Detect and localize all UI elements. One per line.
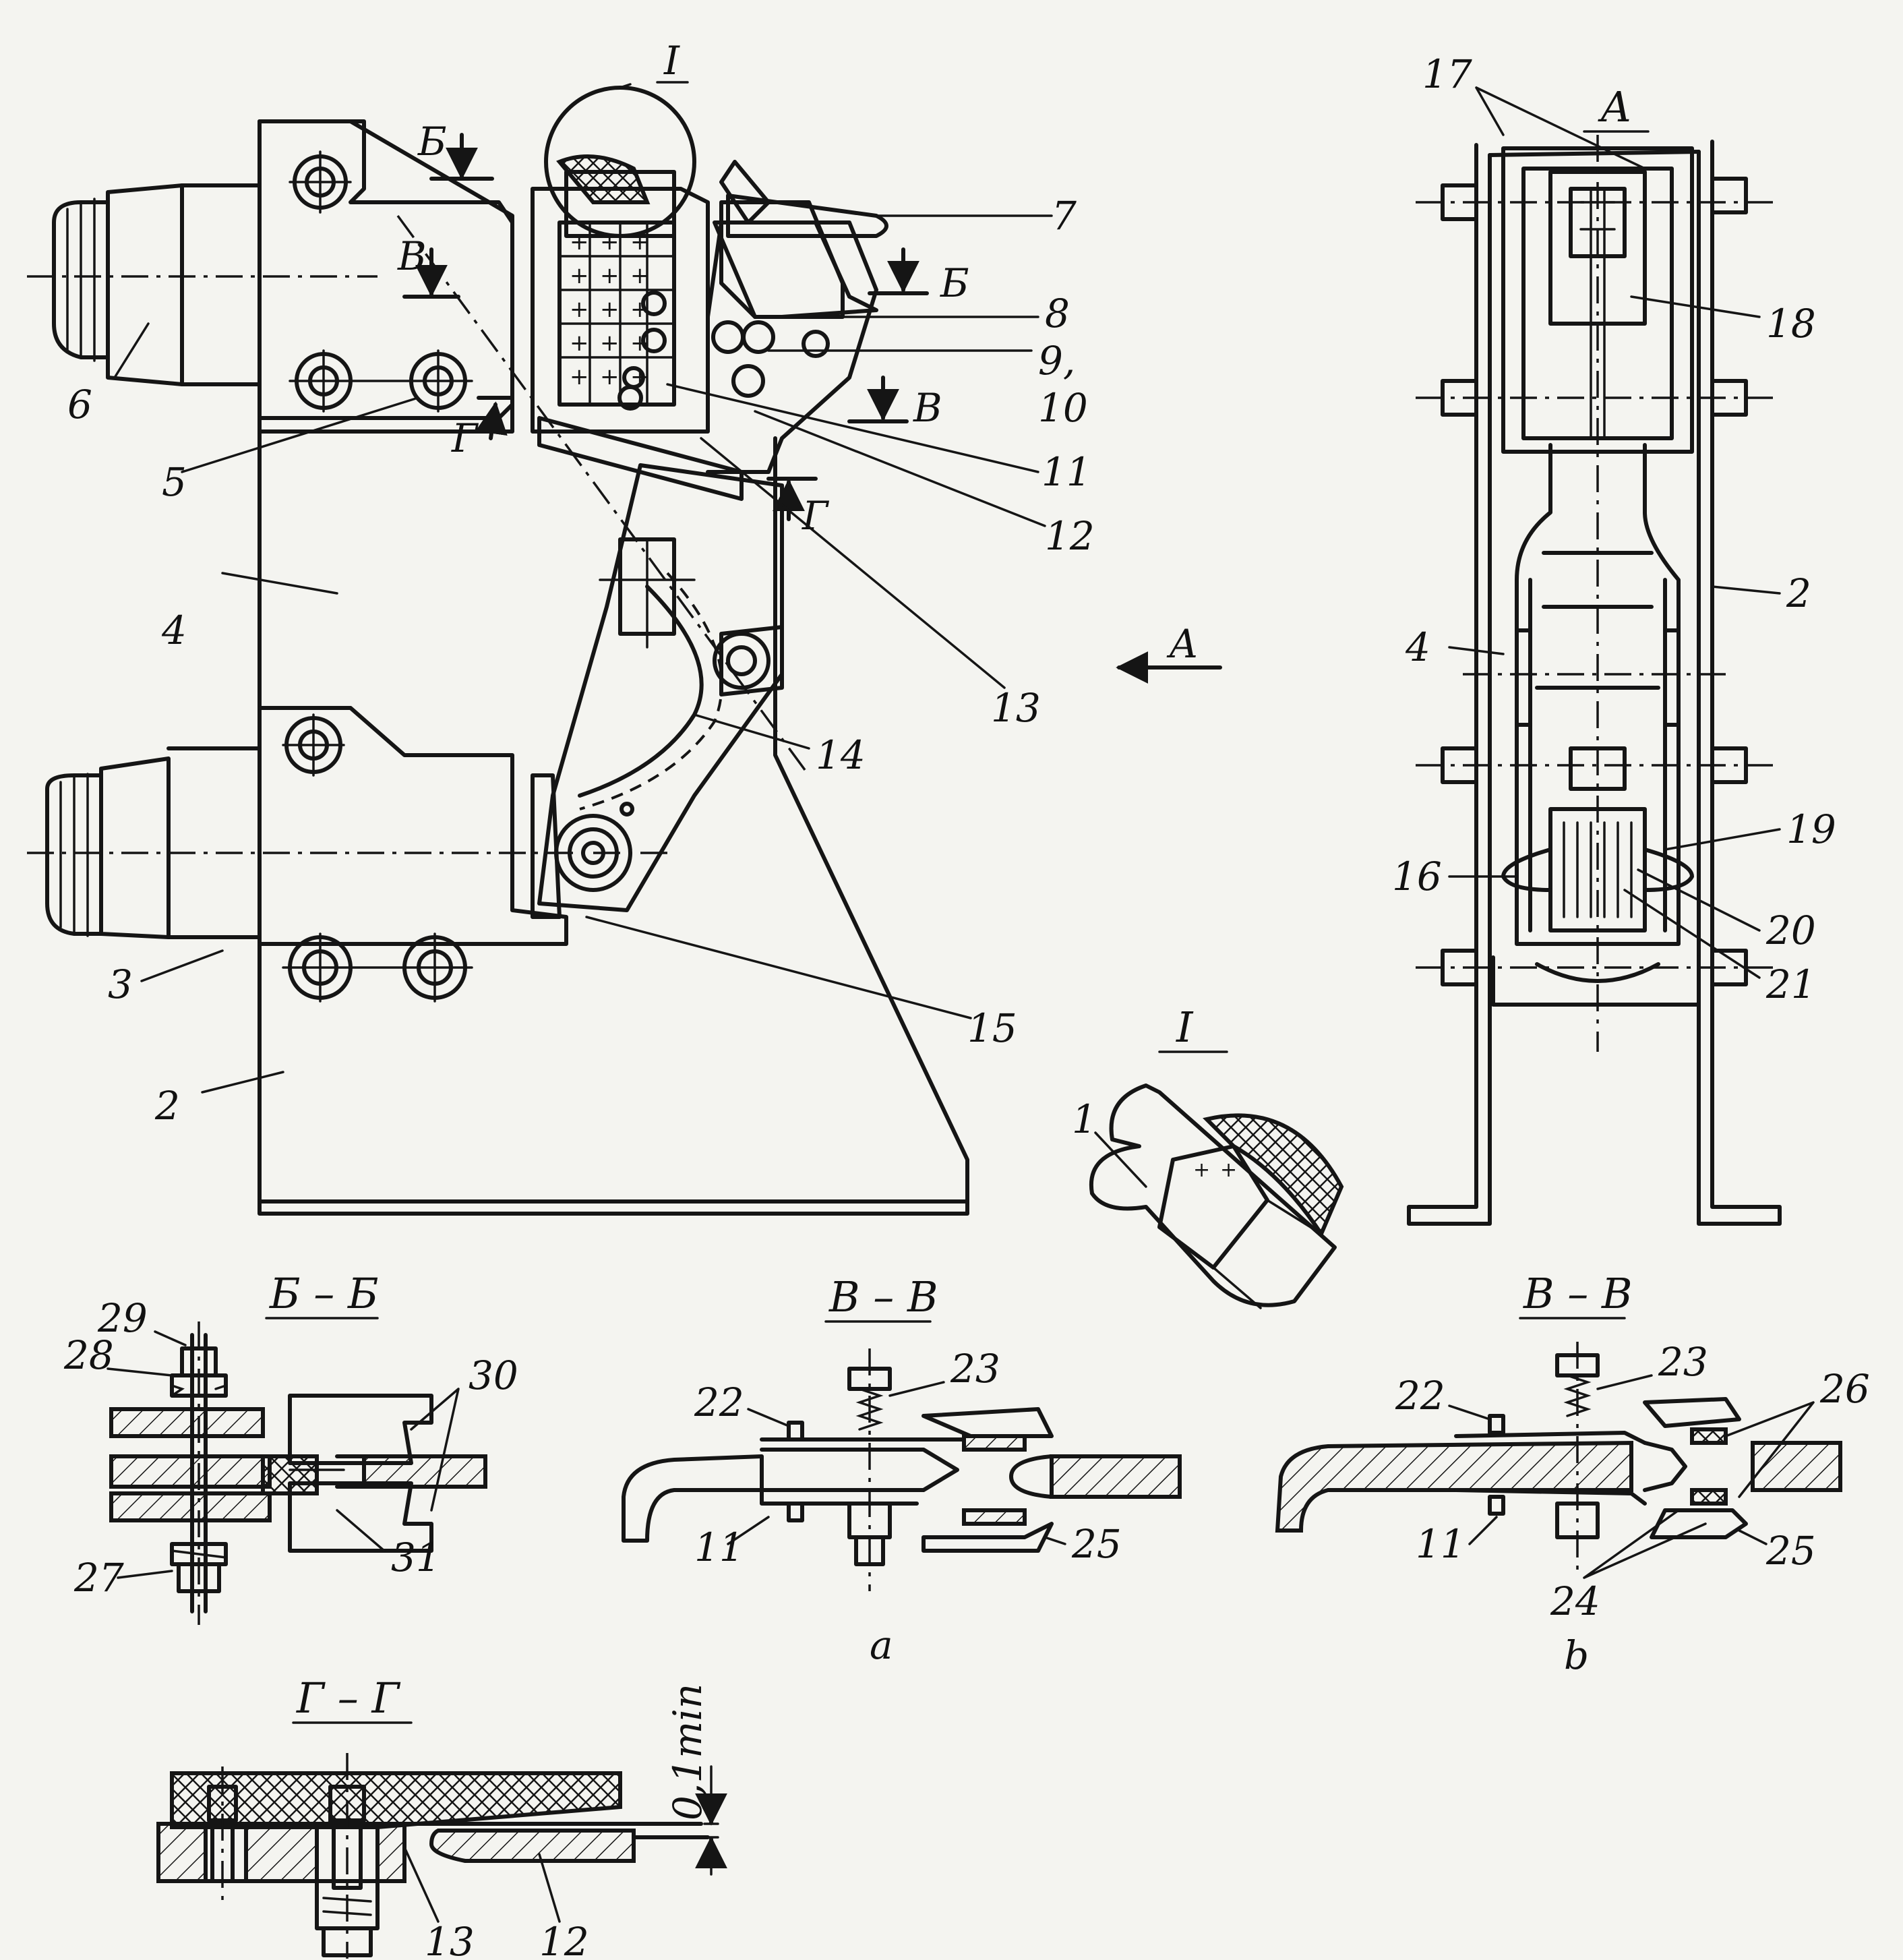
label-4-view-A: 4 — [1405, 624, 1430, 670]
section-VV-a: В – В 22 23 11 25 a — [622, 1272, 1182, 1668]
section-GG: Г – Г 0,1min 13 12 — [156, 1673, 727, 1960]
view-A-title: A — [1598, 82, 1631, 131]
label-6: 6 — [67, 382, 92, 427]
label-14: 14 — [816, 732, 866, 778]
label-3: 3 — [108, 961, 133, 1007]
cut-mark-v-right: В — [913, 385, 942, 431]
label-22-b: 22 — [1395, 1373, 1445, 1419]
upper-terminal — [52, 119, 514, 420]
view-arrow-label: A — [1166, 621, 1198, 667]
main-view: +++ +++ +++ +++ +++ — [27, 38, 1222, 1216]
label-11-a: 11 — [694, 1524, 744, 1570]
label-21: 21 — [1765, 961, 1816, 1007]
svg-text:+: + — [1220, 1158, 1237, 1182]
moving-contact-lever — [531, 463, 784, 919]
dimension-0-1min: 0,1min — [665, 1684, 711, 1820]
svg-text:+: + — [1193, 1158, 1210, 1182]
svg-text:+: + — [630, 262, 650, 289]
label-17: 17 — [1422, 51, 1472, 97]
section-GG-title: Г – Г — [296, 1673, 400, 1723]
label-20: 20 — [1765, 908, 1816, 953]
cut-mark-b-top: Б — [417, 119, 447, 165]
label-4: 4 — [161, 607, 187, 653]
svg-text:+: + — [570, 363, 589, 390]
label-15: 15 — [967, 1005, 1017, 1051]
section-VV-a-caption: a — [870, 1622, 893, 1668]
label-26: 26 — [1819, 1366, 1870, 1412]
section-BB-title: Б – Б — [269, 1269, 379, 1318]
label-25-a: 25 — [1071, 1521, 1122, 1567]
view-A: A — [1392, 51, 1836, 1226]
label-28: 28 — [63, 1332, 114, 1378]
detail-I-view: I + + 1 — [1072, 1003, 1344, 1309]
svg-text:+: + — [600, 262, 620, 289]
section-BB: Б – Б 29 28 27 30 31 — [63, 1269, 518, 1625]
label-11-b: 11 — [1416, 1521, 1466, 1567]
label-10: 10 — [1038, 385, 1088, 431]
section-VV-b-caption: b — [1564, 1632, 1589, 1678]
label-2-view-A: 2 — [1786, 570, 1811, 616]
cut-mark-g-bottom: Г — [451, 415, 479, 461]
label-19: 19 — [1786, 806, 1836, 852]
section-VV-a-title: В – В — [828, 1272, 938, 1321]
label-12: 12 — [1045, 513, 1095, 559]
label-11: 11 — [1041, 449, 1091, 495]
detail-I-title: I — [1176, 1003, 1194, 1052]
label-7: 7 — [1052, 193, 1077, 239]
label-1: 1 — [1072, 1096, 1097, 1142]
label-30: 30 — [469, 1353, 518, 1398]
label-5: 5 — [162, 459, 187, 505]
label-13-gg: 13 — [425, 1919, 475, 1960]
label-2: 2 — [154, 1083, 180, 1129]
lower-terminal — [45, 706, 568, 946]
label-25-b: 25 — [1765, 1528, 1816, 1574]
label-29: 29 — [97, 1295, 148, 1341]
detail-circle-I — [544, 86, 696, 238]
cut-mark-v-top: В — [397, 233, 427, 279]
label-12-gg: 12 — [539, 1919, 589, 1960]
svg-text:+: + — [570, 296, 589, 323]
label-13: 13 — [991, 685, 1041, 731]
label-16: 16 — [1392, 854, 1442, 899]
contact-block: +++ +++ +++ +++ +++ — [531, 187, 744, 501]
label-9: 9, — [1038, 338, 1075, 384]
label-8: 8 — [1045, 291, 1070, 336]
svg-text:+: + — [600, 363, 620, 390]
svg-text:+: + — [570, 229, 589, 256]
svg-text:+: + — [600, 330, 620, 357]
svg-text:+: + — [570, 330, 589, 357]
svg-text:+: + — [570, 262, 589, 289]
label-27: 27 — [73, 1555, 124, 1601]
detail-mark-I: I — [663, 38, 680, 84]
cut-marks-main — [402, 133, 1222, 684]
label-31: 31 — [391, 1535, 441, 1580]
label-18: 18 — [1766, 301, 1816, 347]
cut-mark-b-right: Б — [940, 260, 969, 306]
section-VV-b-title: В – В — [1523, 1269, 1633, 1318]
label-23-b: 23 — [1658, 1339, 1708, 1385]
section-VV-b: В – В 22 23 26 11 24 25 b — [1275, 1269, 1870, 1678]
label-24: 24 — [1550, 1578, 1600, 1624]
base-plate-outline — [258, 119, 969, 1216]
label-23-a: 23 — [950, 1346, 1000, 1392]
label-22-a: 22 — [694, 1379, 744, 1425]
svg-text:+: + — [600, 296, 620, 323]
nuts-9-10 — [711, 320, 830, 398]
